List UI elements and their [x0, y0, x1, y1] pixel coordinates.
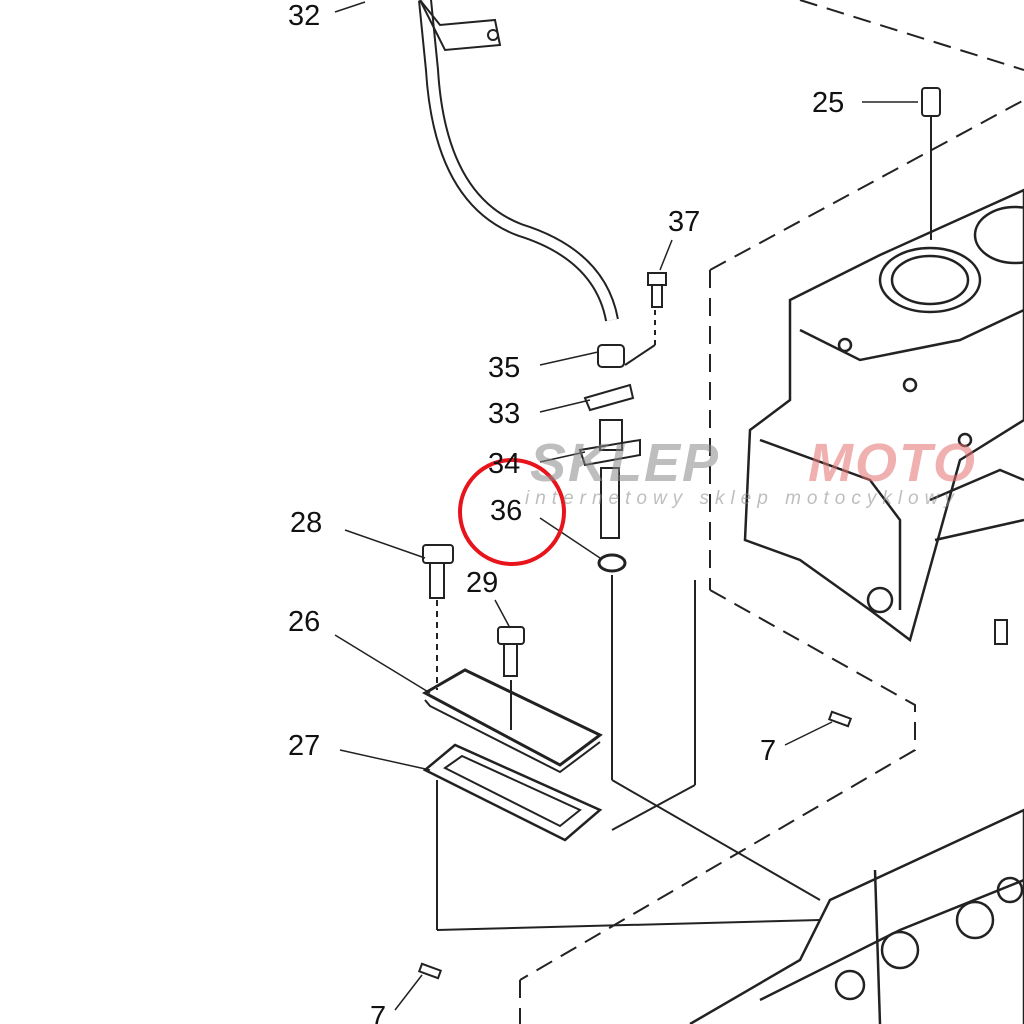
bolt-29: [497, 626, 525, 645]
pin-7-upper: [827, 710, 853, 728]
part-label-37: 37: [668, 206, 701, 238]
watermark-brand-gray: SKLEP: [530, 433, 721, 493]
oring-36: [597, 553, 627, 573]
part-label-34: 34: [488, 448, 521, 480]
dowel-25: [921, 87, 941, 117]
crankcase-upper: [743, 188, 1024, 643]
part-label-27: 27: [288, 730, 321, 762]
bolt-28: [422, 544, 454, 564]
pipe-36: [600, 467, 620, 539]
plate-33: [583, 383, 635, 412]
part-label-33: 33: [488, 398, 521, 430]
part-label-7-lower: 7: [370, 1001, 387, 1024]
watermark-brand-red: MOTO: [808, 433, 977, 493]
part-label-35: 35: [488, 352, 521, 384]
part-label-28: 28: [290, 507, 323, 539]
gasket-27: [422, 743, 603, 842]
leader-lines: [334, 1, 918, 1011]
part-label-32: 32: [288, 0, 321, 32]
pin-7-lower: [417, 962, 443, 980]
highlight-circle: [458, 458, 566, 566]
part-label-36: 36: [490, 495, 523, 527]
part-label-29: 29: [466, 567, 499, 599]
cover-26: [421, 668, 603, 767]
part-label-7: 7: [760, 735, 777, 767]
guide-34: [578, 438, 641, 467]
part-label-26: 26: [288, 606, 321, 638]
clamp-35: [597, 344, 625, 368]
bolt-37: [647, 272, 667, 286]
part-label-25: 25: [812, 87, 845, 119]
watermark-tagline: internetowy sklep motocyklowy: [525, 488, 960, 509]
crankcase-lower: [689, 808, 1024, 1024]
